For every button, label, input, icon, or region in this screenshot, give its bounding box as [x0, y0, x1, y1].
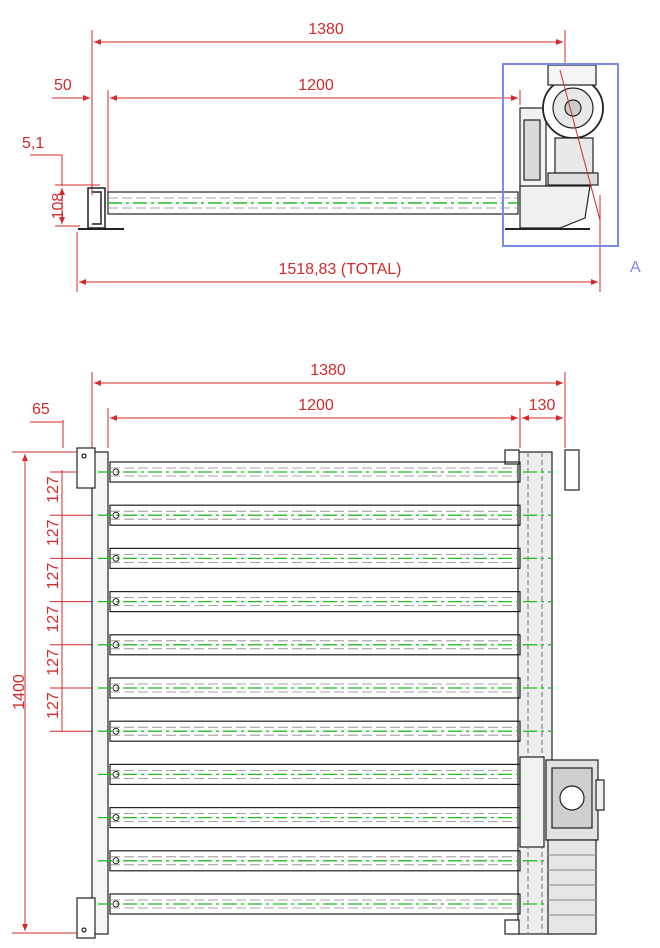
pitch-label: 127: [45, 692, 62, 719]
top-drive-motor: [519, 756, 605, 935]
roller: [98, 461, 552, 483]
side-dim-50: 50: [54, 77, 72, 94]
roller: [98, 677, 552, 699]
roller: [98, 720, 552, 742]
roller: [98, 547, 552, 570]
top-dim-65: 65: [32, 401, 50, 418]
side-left-bracket: [78, 187, 124, 230]
detail-a-label: A: [630, 259, 641, 276]
side-dim-1380: 1380: [308, 21, 344, 38]
top-dim-130: 130: [529, 397, 556, 414]
top-dim-1380: 1380: [310, 362, 346, 379]
side-view: 1380 1200 50 5,1 108 1518,83 (TOTAL): [22, 21, 641, 292]
top-extension-lines: [12, 372, 566, 934]
roller-group: [98, 461, 552, 915]
roller: [98, 850, 552, 872]
side-dim-1200: 1200: [298, 77, 334, 94]
side-extension-lines: [30, 30, 601, 292]
roller: [98, 634, 552, 656]
roller: [98, 590, 552, 613]
side-dim-total: 1518,83 (TOTAL): [278, 261, 401, 278]
top-dim-1400: 1400: [11, 674, 28, 710]
top-dim-1200: 1200: [298, 397, 334, 414]
roller: [98, 504, 552, 526]
top-view: 1380 1200 130 65 1400 127 127 127 127 127 127: [11, 362, 605, 939]
roller: [98, 893, 552, 915]
pitch-label: 127: [45, 606, 62, 633]
top-right-frame: [504, 449, 580, 935]
side-dim-108: 108: [50, 193, 67, 220]
side-drive-unit: [505, 64, 604, 230]
pitch-labels: 127 127 127 127 127 127: [45, 471, 100, 732]
side-dim-5-1: 5,1: [22, 135, 44, 152]
pitch-label: 127: [45, 476, 62, 503]
pitch-label: 127: [45, 563, 62, 590]
roller: [98, 806, 552, 829]
pitch-label: 127: [45, 649, 62, 676]
detail-a-frame: [502, 63, 619, 247]
side-roller-tube: [107, 191, 550, 215]
roller: [98, 763, 552, 786]
pitch-label: 127: [45, 519, 62, 546]
top-left-frame: [76, 447, 109, 939]
